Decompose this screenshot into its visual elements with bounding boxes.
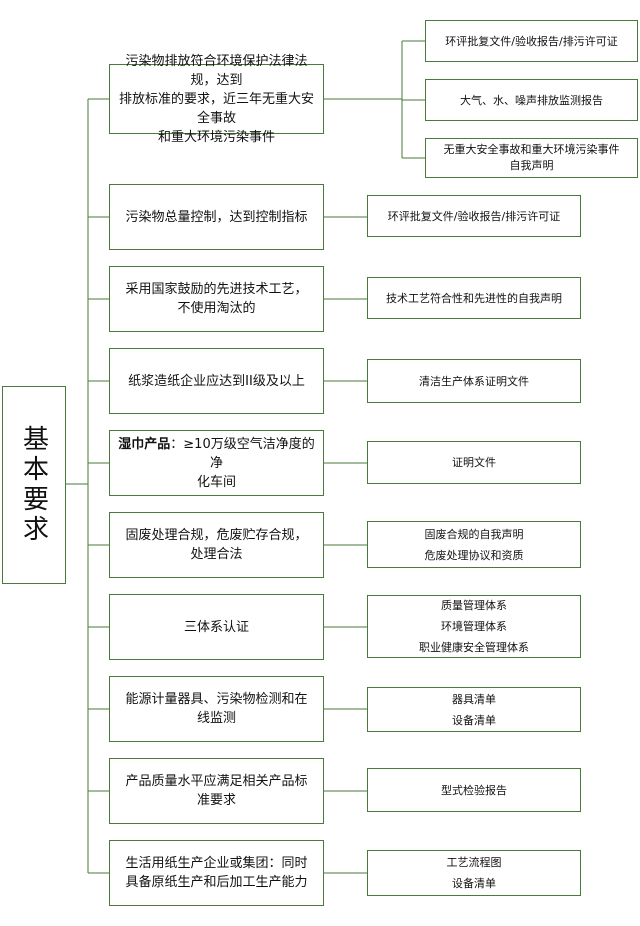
requirement-line: 具备原纸生产和后加工生产能力	[125, 875, 308, 890]
evidence-line: 技术工艺符合性和先进性的自我声明	[386, 291, 562, 305]
evidence-line: 器具清单	[452, 692, 496, 706]
requirement-line: 处理合法	[190, 547, 243, 562]
evidence-line: 证明文件	[452, 456, 496, 469]
evidence-line: 大气、水、噪声排放监测报告	[460, 93, 603, 107]
evidence-line: 固废合规的自我声明	[424, 527, 524, 541]
evidence-line: 质量管理体系	[441, 599, 507, 612]
evidence-document: 技术工艺符合性和先进性的自我声明	[367, 277, 581, 319]
requirement-node: 污染物排放符合环境保护法律法规，达到排放标准的要求，近三年无重大安全事故和重大环…	[109, 54, 324, 145]
evidence-document: 清洁生产体系证明文件	[367, 359, 581, 403]
evidence-line: 型式检验报告	[441, 783, 507, 797]
evidence-document: 环评批复文件/验收报告/排污许可证	[425, 20, 638, 62]
root-label: 基本要求	[18, 425, 49, 545]
evidence-document: 大气、水、噪声排放监测报告	[425, 79, 638, 121]
requirement-text: 污染物总量控制，达到控制指标	[125, 208, 307, 227]
requirement-text: 处理合法	[190, 545, 242, 564]
requirement-node: 湿巾产品：≥10万级空气洁净度的净化车间	[109, 430, 324, 496]
requirement-line: 固废处理合规，危废贮存合规，	[125, 528, 308, 543]
evidence-document: 无重大安全事故和重大环境污染事件自我声明	[425, 138, 638, 178]
requirement-node: 生活用纸生产企业或集团：同时具备原纸生产和后加工生产能力	[109, 840, 324, 906]
root-node: 基本要求	[2, 386, 66, 584]
requirement-text: 能源计量器具、污染物检测和在	[125, 690, 307, 709]
requirement-text: 准要求	[197, 791, 236, 810]
requirement-line: 不使用淘汰的	[177, 301, 256, 316]
evidence-document: 工艺流程图设备清单	[367, 850, 581, 896]
requirement-node: 三体系认证	[109, 594, 324, 660]
requirement-line: 产品质量水平应满足相关产品标	[125, 774, 308, 789]
evidence-line: 自我声明	[509, 159, 554, 172]
evidence-document: 型式检验报告	[367, 768, 581, 812]
requirement-text: 固废处理合规，危废贮存合规，	[125, 526, 307, 545]
requirement-text: 和重大环境污染事件	[158, 128, 275, 147]
requirement-node: 固废处理合规，危废贮存合规， 处理合法	[109, 512, 324, 578]
requirement-text: 污染物排放符合环境保护法律法规，达到	[116, 52, 317, 90]
requirement-line: 线监测	[196, 711, 236, 726]
requirement-text: 生活用纸生产企业或集团：同时	[125, 854, 307, 873]
requirement-text: 化车间	[197, 473, 236, 492]
evidence-line: 清洁生产体系证明文件	[419, 374, 529, 388]
requirement-text: 纸浆造纸企业应达到II级及以上	[128, 372, 305, 391]
requirement-line: 和重大环境污染事件	[157, 129, 275, 145]
requirement-node: 采用国家鼓励的先进技术工艺， 不使用淘汰的	[109, 266, 324, 332]
evidence-document: 质量管理体系环境管理体系职业健康安全管理体系	[367, 595, 581, 658]
requirement-text: 采用国家鼓励的先进技术工艺，	[125, 280, 307, 299]
evidence-line: 设备清单	[452, 877, 496, 890]
evidence-document: 固废合规的自我声明危废处理协议和资质	[367, 521, 581, 568]
requirement-line: ：≥10万级空气洁净度的净	[170, 436, 315, 471]
requirement-text: 具备原纸生产和后加工生产能力	[125, 873, 307, 892]
requirement-line: 纸浆造纸企业应达到II级及以上	[128, 373, 305, 389]
evidence-line: 环评批复文件/验收报告/排污许可证	[387, 209, 561, 223]
evidence-line: 环评批复文件/验收报告/排污许可证	[445, 34, 618, 48]
evidence-line: 无重大安全事故和重大环境污染事件	[443, 143, 620, 156]
evidence-line: 设备清单	[452, 713, 496, 727]
evidence-document: 器具清单设备清单	[367, 687, 581, 732]
evidence-document: 证明文件	[367, 441, 581, 484]
requirement-line: 污染物总量控制，达到控制指标	[125, 209, 308, 225]
requirement-line: 生活用纸生产企业或集团：同时	[125, 856, 308, 871]
requirement-node: 产品质量水平应满足相关产品标准要求	[109, 758, 324, 824]
evidence-document: 环评批复文件/验收报告/排污许可证	[367, 195, 581, 237]
requirement-node: 纸浆造纸企业应达到II级及以上	[109, 348, 324, 414]
requirement-line: 能源计量器具、污染物检测和在	[125, 692, 308, 707]
requirement-line: 准要求	[196, 793, 236, 808]
requirement-text: 三体系认证	[184, 618, 249, 637]
requirement-text: 排放标准的要求，近三年无重大安全事故	[116, 90, 317, 128]
requirement-line: 三体系认证	[183, 619, 249, 635]
evidence-line: 职业健康安全管理体系	[419, 641, 529, 654]
requirement-text: 线监测	[197, 709, 236, 728]
requirement-bold-prefix: 湿巾产品	[118, 436, 171, 452]
evidence-line: 危废处理协议和资质	[424, 548, 524, 562]
requirement-line: 化车间	[196, 474, 236, 490]
requirement-node: 能源计量器具、污染物检测和在线监测	[109, 676, 324, 742]
requirement-line: 排放标准的要求，近三年无重大安全事故	[118, 91, 314, 126]
evidence-line: 工艺流程图	[446, 856, 502, 869]
requirement-text: 产品质量水平应满足相关产品标	[125, 772, 307, 791]
evidence-line: 环境管理体系	[441, 620, 507, 633]
requirement-node: 污染物总量控制，达到控制指标	[109, 184, 324, 250]
requirement-text: 不使用淘汰的	[177, 299, 255, 318]
requirement-line: 采用国家鼓励的先进技术工艺，	[125, 282, 308, 297]
requirement-line: 污染物排放符合环境保护法律法规，达到	[125, 53, 308, 88]
requirement-text: 湿巾产品：≥10万级空气洁净度的净	[116, 435, 317, 473]
